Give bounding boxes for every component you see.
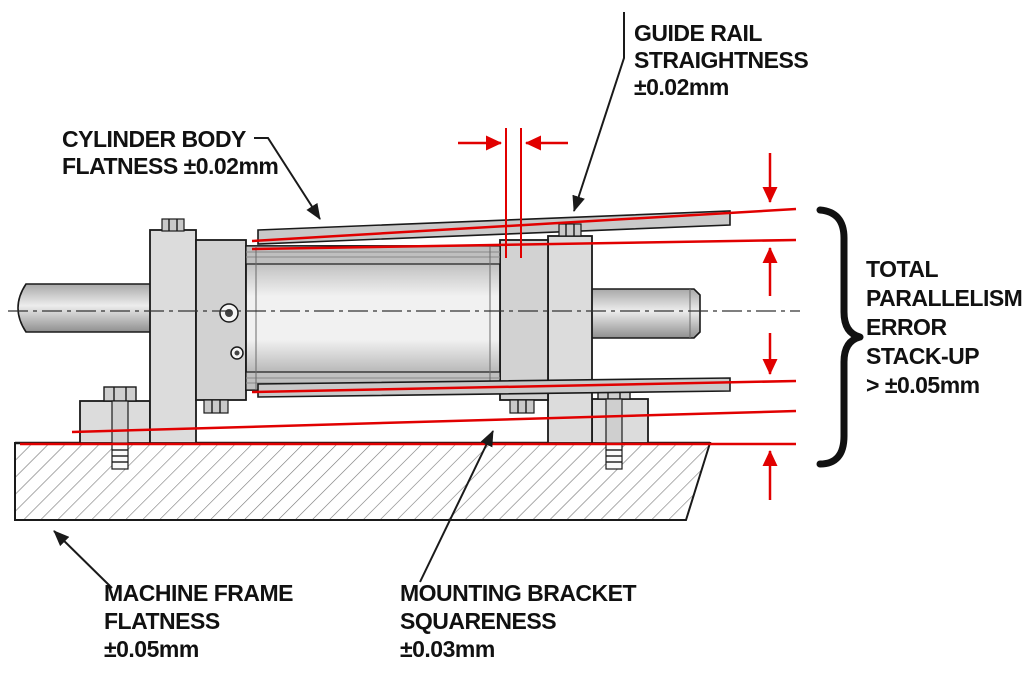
- right-bracket-plate: [547, 235, 593, 444]
- label-text: SQUARENESS: [400, 608, 556, 634]
- label-text: MOUNTING BRACKET: [400, 580, 636, 606]
- tolerance-line-bottom-1: [251, 379, 797, 394]
- leader-machine-frame: [53, 530, 113, 589]
- tolerance-line-bottom-2: [71, 409, 797, 434]
- left-mounting-bracket: [79, 229, 197, 444]
- label-cylinder-body-flatness: CYLINDER BODY FLATNESS ±0.02mm: [62, 126, 279, 179]
- label-text: FLATNESS: [104, 608, 220, 634]
- label-guide-rail-straightness: GUIDE RAIL STRAIGHTNESS ±0.02mm: [634, 20, 809, 100]
- label-machine-frame-flatness: MACHINE FRAME FLATNESS ±0.05mm: [104, 580, 294, 662]
- bolt-hole-left: [111, 442, 129, 470]
- tolerance-line-top-2: [251, 238, 797, 251]
- label-text: MACHINE FRAME: [104, 580, 293, 606]
- label-text: FLATNESS ±0.02mm: [62, 153, 278, 179]
- label-text: TOTAL: [866, 256, 938, 282]
- leader-guide-rail: [572, 12, 625, 212]
- cylinder-tube: [245, 245, 501, 391]
- label-text: > ±0.05mm: [866, 372, 980, 398]
- label-text: PARALLELISM: [866, 285, 1022, 311]
- tie-rod-nut-bottom-left: [203, 399, 229, 414]
- cylinder-head-right: [499, 239, 549, 401]
- bolt-hole-right: [605, 442, 623, 470]
- left-foot-bolt: [103, 386, 137, 444]
- left-bracket-plate: [149, 229, 197, 444]
- label-total-parallelism: TOTAL PARALLELISM ERROR STACK-UP > ±0.05…: [866, 256, 1023, 398]
- tolerance-line-top-1: [251, 207, 797, 243]
- leader-mounting-bracket: [419, 430, 494, 583]
- label-text: CYLINDER BODY: [62, 126, 246, 152]
- label-text: ERROR: [866, 314, 947, 340]
- label-text: ±0.03mm: [400, 636, 495, 662]
- stackup-brace: [816, 206, 864, 468]
- label-text: ±0.05mm: [104, 636, 199, 662]
- label-text: ±0.02mm: [634, 74, 729, 100]
- tie-rod-nut-top-right: [558, 223, 582, 237]
- leader-lines: [53, 12, 625, 589]
- tie-rod-nut-bottom-right: [509, 399, 535, 414]
- cylinder-head-left: [195, 239, 247, 401]
- label-mounting-bracket-squareness: MOUNTING BRACKET SQUARENESS ±0.03mm: [400, 580, 637, 662]
- port-hole-upper: [219, 303, 239, 323]
- leader-cylinder-body: [254, 137, 321, 220]
- label-text: STACK-UP: [866, 343, 979, 369]
- label-text: GUIDE RAIL: [634, 20, 762, 46]
- tie-rod-nut-top-left: [161, 218, 185, 232]
- machine-frame: [14, 441, 712, 521]
- label-text: STRAIGHTNESS: [634, 47, 808, 73]
- port-hole-lower: [230, 346, 244, 360]
- red-tolerance-annotations: [20, 128, 797, 500]
- right-mounting-bracket: [547, 235, 649, 444]
